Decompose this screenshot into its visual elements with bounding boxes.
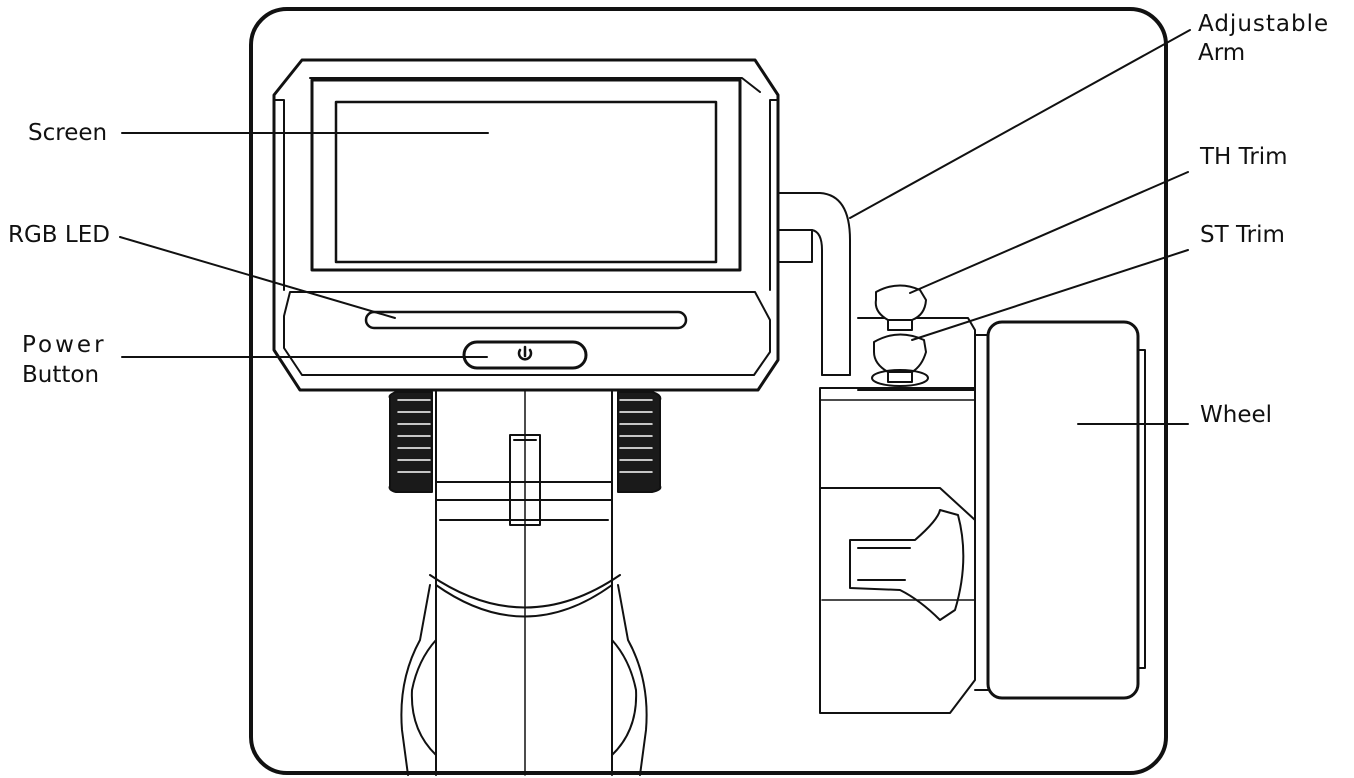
label-st-trim: ST Trim [1200, 222, 1285, 248]
label-wheel: Wheel [1200, 402, 1273, 428]
wheel [974, 320, 1146, 700]
adjustable-arm [777, 192, 851, 376]
screen-housing [272, 58, 780, 392]
label-adjustable-arm-line2: Arm [1198, 40, 1246, 66]
leader-line-st-trim [911, 249, 1189, 341]
screen [310, 78, 742, 272]
rgb-led-strip [364, 310, 688, 330]
leader-lines [119, 29, 1191, 425]
th-trim-knob [874, 284, 927, 331]
st-trim-knob [871, 333, 929, 387]
label-power-button: Power Button [22, 332, 107, 389]
leader-line-adjustable-arm [849, 29, 1191, 219]
label-adjustable-arm: Adjustable Arm [1198, 11, 1329, 67]
right-dial [617, 391, 662, 493]
label-power-button-line2: Button [22, 362, 100, 388]
steering-module [819, 317, 976, 714]
label-power-button-line1: Power [22, 332, 107, 358]
label-adjustable-arm-line1: Adjustable [1198, 11, 1330, 37]
label-rgb-led: RGB LED [8, 222, 110, 248]
left-dial [388, 391, 433, 493]
label-screen: Screen [28, 120, 108, 146]
label-th-trim: TH Trim [1200, 144, 1288, 170]
leader-line-th-trim [909, 171, 1189, 294]
power-button-shape [462, 340, 588, 370]
diagram-frame [249, 7, 1168, 775]
leader-line-rgb-led [119, 236, 396, 319]
grip [400, 389, 648, 776]
